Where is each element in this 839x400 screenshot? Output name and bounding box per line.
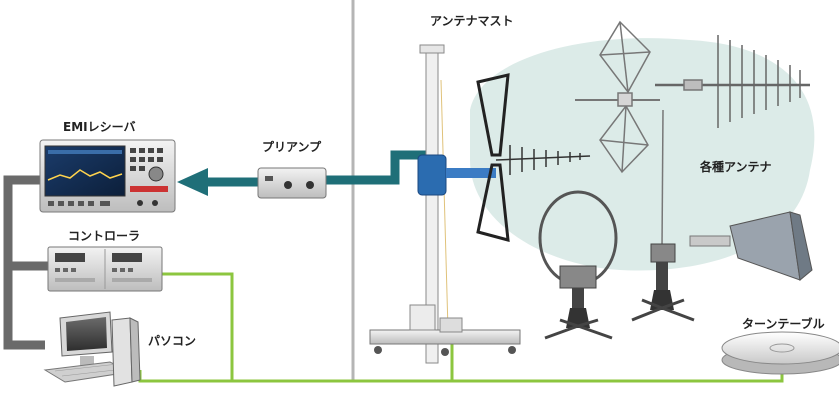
emi-receiver [39, 139, 176, 213]
label-various-antennas: 各種アンテナ [700, 160, 772, 174]
antenna-mast [369, 44, 521, 364]
biconical-antenna [476, 73, 510, 243]
turntable [721, 331, 839, 375]
log-periodic-antenna-mast [495, 145, 591, 175]
label-emi-receiver: EMIレシーバ [63, 120, 136, 134]
antenna-zone [470, 38, 815, 271]
log-periodic-antenna [655, 35, 810, 128]
rf-arrow-head [177, 168, 208, 196]
label-antenna-mast: アンテナマスト [430, 14, 514, 28]
control-cable [162, 272, 784, 383]
control-cable-pc [138, 370, 232, 383]
biconical-antenna-large [575, 20, 660, 174]
rf-cable [326, 150, 435, 185]
loop-antenna [538, 190, 618, 340]
horn-antenna [689, 211, 813, 281]
label-controller: コントローラ [68, 229, 141, 243]
pc [43, 311, 141, 387]
preamp [257, 167, 327, 199]
label-preamp: プリアンプ [262, 140, 322, 154]
rod-antenna [631, 109, 695, 322]
controller [47, 246, 163, 292]
label-turntable: ターンテーブル [742, 317, 825, 331]
label-pc: パソコン [148, 334, 197, 348]
